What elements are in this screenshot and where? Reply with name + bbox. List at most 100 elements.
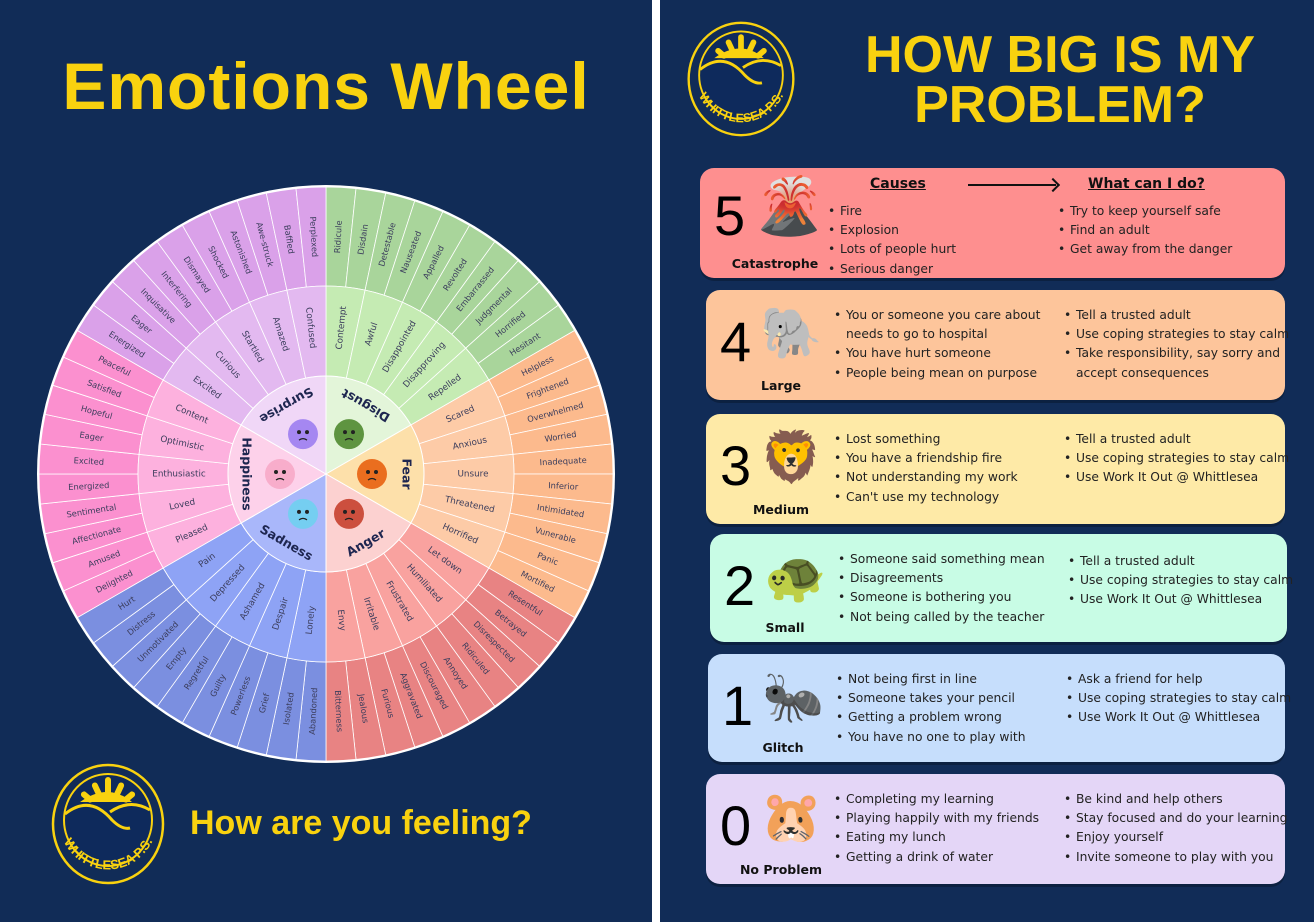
core-emotion-label: Happiness [240, 437, 255, 510]
cause-item: Lots of people hurt [828, 240, 956, 259]
problem-size-poster: WHITTLESEA P.S. HOW BIG IS MY PROBLEM? 5… [660, 0, 1314, 922]
cause-item: Explosion [828, 221, 956, 240]
arrow-right-icon [968, 184, 1056, 186]
cause-item: Someone is bothering you [838, 588, 1045, 607]
cause-item: You have a friendship fire [834, 449, 1018, 468]
level-number: 1 [722, 674, 754, 737]
action-item: Invite someone to play with you [1064, 848, 1287, 867]
level-label: Small [765, 620, 805, 635]
cause-item: You or someone you care about [834, 306, 1040, 325]
purple-surprised-blob-icon [288, 419, 318, 450]
action-item: Take responsibility, say sorry and [1064, 344, 1289, 363]
elephant-icon: 🐘 [760, 304, 823, 362]
outer-emotion-label: Energized [68, 480, 110, 492]
outer-emotion-label: Jealous [356, 692, 371, 724]
action-item: Tell a trusted adult [1064, 306, 1289, 325]
core-wedge[interactable] [325, 375, 412, 475]
actions-list: Ask a friend for helpUse coping strategi… [1066, 670, 1291, 728]
cause-item: Eating my lunch [834, 828, 1039, 847]
cause-item: Not being first in line [836, 670, 1026, 689]
school-logo: WHITTLESEA P.S. [687, 21, 795, 137]
emotion-sector-fear: HelplessFrightenedOverwhelmedWorriedInad… [325, 329, 614, 619]
cause-item: Fire [828, 202, 956, 221]
causes-list: Not being first in lineSomeone takes you… [836, 670, 1026, 747]
core-emotion-label: Fear [400, 458, 415, 490]
outer-emotion-label: Inferior [548, 480, 579, 492]
action-item: Stay focused and do your learning [1064, 809, 1287, 828]
cause-item: Getting a drink of water [834, 848, 1039, 867]
outer-emotion-label: Baffled [282, 224, 296, 254]
blue-sad-cloud-icon [288, 498, 318, 529]
cause-item: Lost something [834, 430, 1018, 449]
poster-subtitle: How are you feeling? [190, 804, 532, 842]
level-label: Large [761, 378, 801, 393]
emotion-sector-surprise: EnergizedEagerInquisativeInterferingDism… [76, 186, 327, 475]
level-number: 3 [720, 434, 752, 497]
outer-emotion-label: Inadequate [539, 455, 587, 467]
cause-item: Not understanding my work [834, 468, 1018, 487]
action-item: Use Work It Out @ Whittlesea [1068, 590, 1293, 609]
action-item: Use coping strategies to stay calm [1066, 689, 1291, 708]
action-item: Use coping strategies to stay calm [1064, 325, 1289, 344]
level-number: 4 [720, 310, 752, 373]
emotion-sector-happiness: DelightedAmusedAffectionateSentimentalEn… [38, 329, 327, 619]
level-label: No Problem [739, 862, 823, 877]
causes-list: Someone said something meanDisagreements… [838, 550, 1045, 627]
middle-emotion-label: Unsure [457, 470, 488, 480]
middle-emotion-label: Lonely [305, 605, 318, 635]
turtle-icon: 🐢 [764, 548, 827, 606]
action-item: Use Work It Out @ Whittlesea [1066, 708, 1291, 727]
level-number: 2 [724, 554, 756, 617]
actions-list: Tell a trusted adultUse coping strategie… [1068, 552, 1293, 610]
emotion-sector-anger: ResentfulBetrayedDisrespectedRidiculedAn… [325, 473, 576, 762]
cause-item: Completing my learning [834, 790, 1039, 809]
core-wedge[interactable] [240, 375, 327, 475]
school-logo: WHITTLESEA P.S. [51, 763, 165, 885]
level-label: Medium [752, 502, 810, 517]
action-item: Use coping strategies to stay calm [1068, 571, 1293, 590]
causes-header: Causes [870, 176, 926, 192]
middle-emotion-label: Confused [303, 307, 317, 349]
cause-item: People being mean on purpose [834, 364, 1040, 383]
orange-scared-blob-icon [357, 459, 387, 489]
emotion-sector-sadness: AbandonedIsolatedGriefPowerlessGuiltyReg… [76, 473, 327, 762]
action-item: Try to keep yourself safe [1058, 202, 1232, 221]
actions-header: What can I do? [1088, 176, 1205, 192]
outer-emotion-label: Disdain [355, 223, 370, 255]
problem-level-card-0: 0 🐹 No ProblemCompleting my learningPlay… [706, 774, 1287, 884]
outer-emotion-label: Abandoned [307, 687, 319, 735]
middle-emotion-label: Contempt [335, 305, 350, 350]
action-item: Use coping strategies to stay calm [1064, 449, 1289, 468]
cause-item: You have hurt someone [834, 344, 1040, 363]
pink-happy-blob-icon [265, 459, 295, 489]
cause-item: You have no one to play with [836, 728, 1026, 747]
outer-emotion-label: Bitterness [333, 690, 345, 732]
outer-emotion-label: Worried [544, 429, 577, 444]
action-item: Get away from the danger [1058, 240, 1232, 259]
outer-emotion-label: Ridicule [332, 220, 344, 253]
action-item: Enjoy yourself [1064, 828, 1287, 847]
problem-level-card-4: 4 🐘 Large You or someone you care aboutne… [706, 290, 1289, 400]
middle-emotion-label: Envy [335, 609, 347, 631]
action-item: Find an adult [1058, 221, 1232, 240]
cause-item: Serious danger [828, 260, 956, 279]
cause-item: Playing happily with my friends [834, 809, 1039, 828]
actions-list: Tell a trusted adultUse coping strategie… [1064, 306, 1289, 383]
level-number: 5 [714, 184, 746, 247]
causes-list: Completing my learningPlaying happily wi… [834, 790, 1039, 867]
cause-item: Someone takes your pencil [836, 689, 1026, 708]
causes-list: Lost somethingYou have a friendship fire… [834, 430, 1018, 507]
problem-level-card-3: 3 🦁 MediumLost somethingYou have a frien… [706, 414, 1289, 524]
poster-title: Emotions Wheel [62, 49, 590, 123]
action-item: Tell a trusted adult [1068, 552, 1293, 571]
core-wedge[interactable] [325, 473, 412, 573]
actions-list: Try to keep yourself safeFind an adultGe… [1058, 202, 1232, 260]
cause-item: Not being called by the teacher [838, 608, 1045, 627]
core-wedge[interactable] [240, 473, 327, 573]
green-germ-blob-icon [334, 419, 364, 450]
